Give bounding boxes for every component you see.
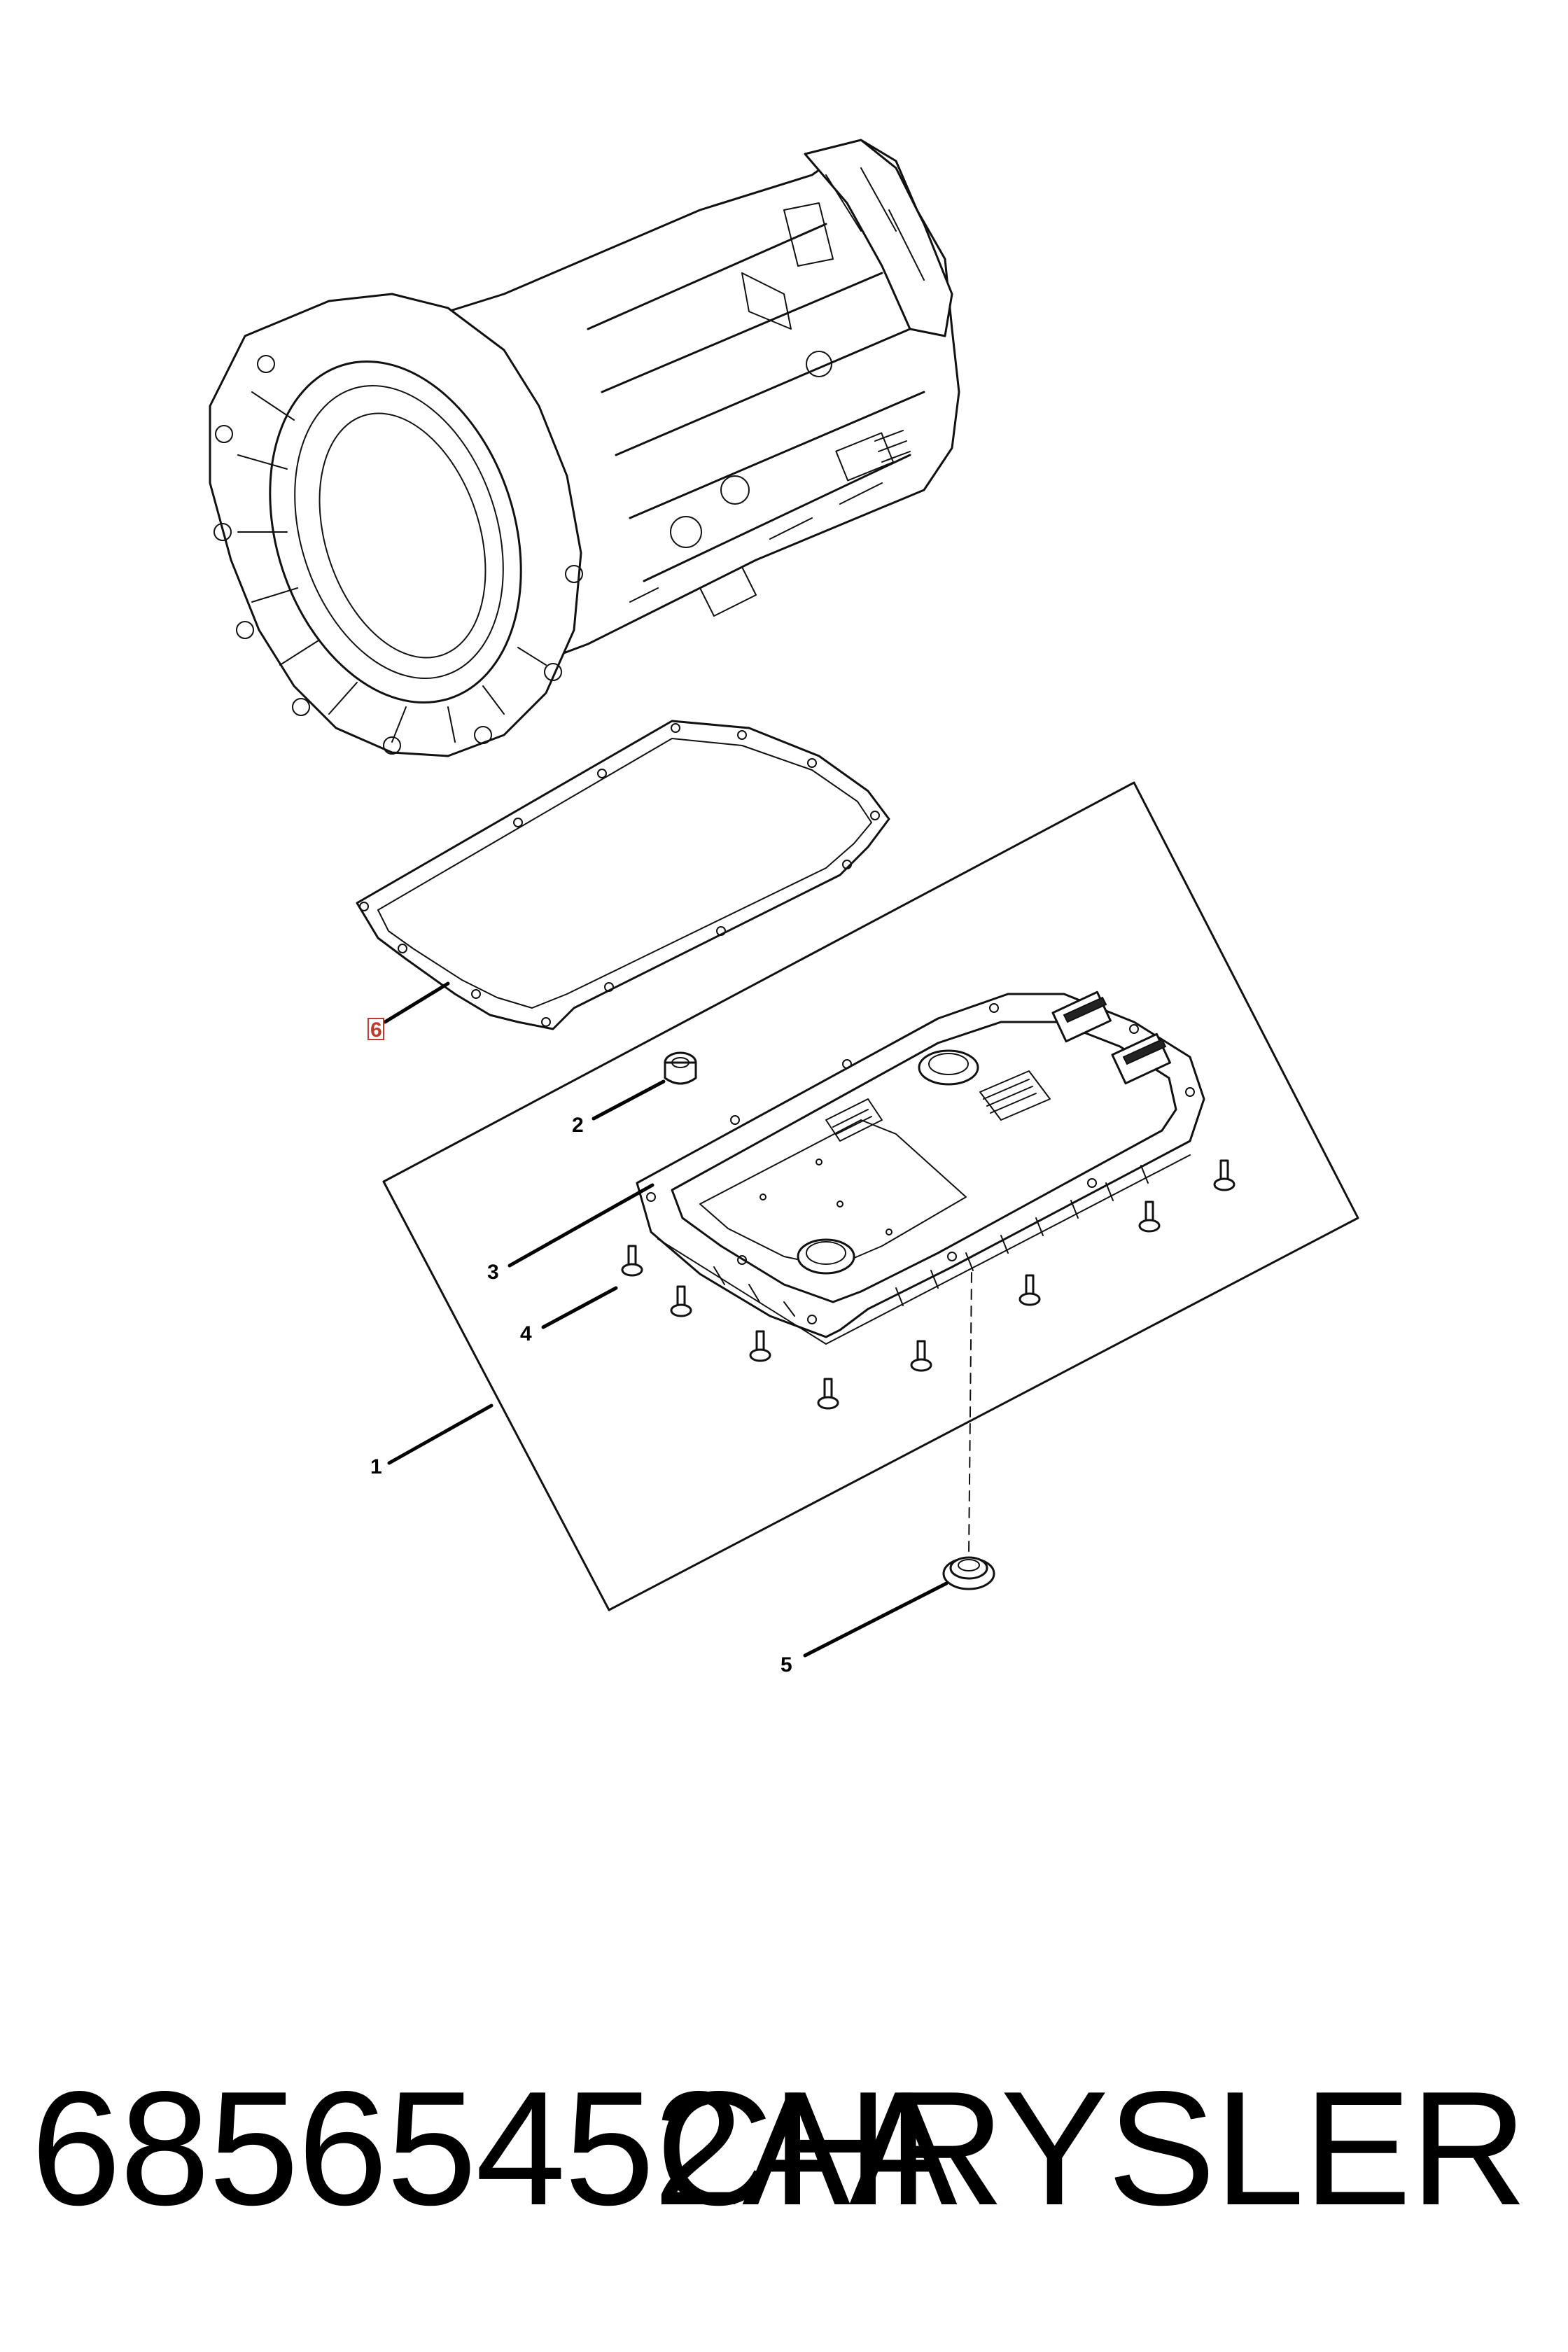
bolt bbox=[910, 1340, 932, 1372]
bolt bbox=[1018, 1274, 1041, 1306]
caption-bar: 68565452AA CHRYSLER bbox=[0, 2058, 1568, 2240]
callout-6: 6 bbox=[370, 1018, 382, 1042]
part-number: 68565452AA bbox=[31, 2058, 958, 2239]
pan-bolts bbox=[621, 1159, 1236, 1410]
oil-pan-gasket bbox=[356, 720, 890, 1030]
callout-5: 5 bbox=[780, 1653, 792, 1676]
bolt bbox=[621, 1245, 643, 1277]
bolt bbox=[1213, 1159, 1236, 1191]
bolt bbox=[1138, 1200, 1161, 1233]
transmission-housing bbox=[209, 139, 960, 757]
bolt bbox=[817, 1378, 839, 1410]
callout-2: 2 bbox=[572, 1114, 584, 1137]
leader-lines bbox=[383, 981, 948, 1658]
callout-6-highlight-box bbox=[368, 1018, 384, 1040]
callout-4: 4 bbox=[520, 1322, 532, 1345]
kit-outline-frame bbox=[382, 781, 1359, 1611]
bolt bbox=[670, 1285, 692, 1317]
brand-name: CHRYSLER bbox=[655, 2058, 1527, 2239]
callout-1: 1 bbox=[370, 1455, 382, 1478]
callout-labels: 6 2 3 4 1 5 bbox=[368, 1018, 792, 1676]
callout-3: 3 bbox=[487, 1261, 499, 1284]
oil-pan-filter-assembly bbox=[636, 990, 1205, 1345]
bolt bbox=[749, 1330, 771, 1362]
drain-plug bbox=[664, 1051, 697, 1085]
filler-plug-seal bbox=[942, 1272, 995, 1590]
